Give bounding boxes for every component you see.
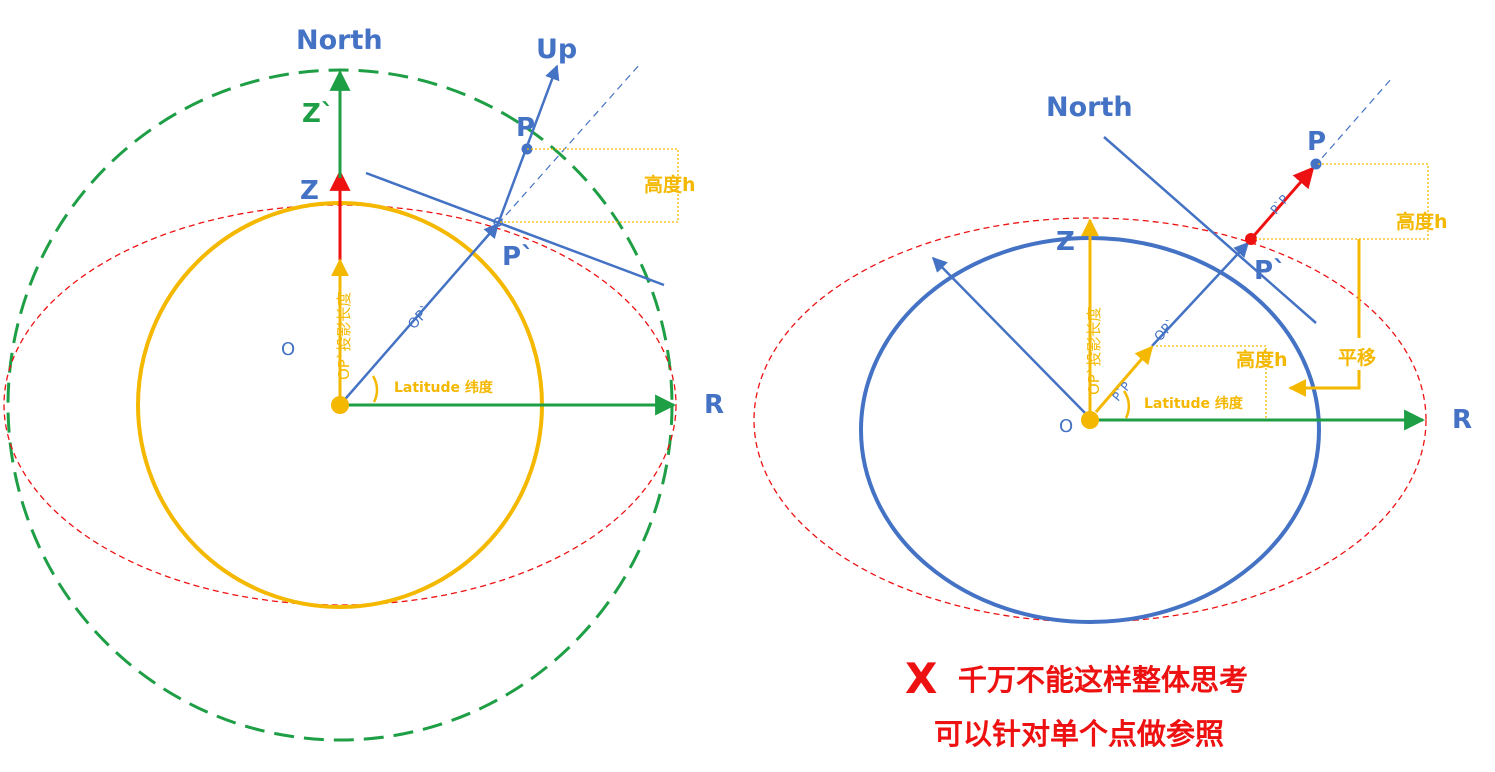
left-diagram: North Up Z` Z P P` 高度h OP` OP`投影长度 O Lat… xyxy=(3,25,724,742)
translate-arrow xyxy=(1288,370,1361,397)
north-label-right: North xyxy=(1046,92,1133,123)
right-diagram: North P P`P 高度h Z P` OP`投影长度 OP` P`P 高度h… xyxy=(753,77,1472,751)
point-p-prime-right xyxy=(1245,233,1257,245)
op-prime-label: OP` xyxy=(405,302,435,332)
origin-point xyxy=(331,396,349,414)
projection-length-label-right: OP`投影长度 xyxy=(1085,307,1103,395)
latitude-arc xyxy=(371,375,379,403)
r-label: R xyxy=(704,390,724,420)
p-label: P xyxy=(516,113,535,143)
translate-label: 平移 xyxy=(1338,346,1376,369)
projection-length-label: OP`投影长度 xyxy=(335,292,353,380)
height-label: 高度h xyxy=(644,173,696,196)
point-p-right xyxy=(1310,158,1322,170)
latitude-label: Latitude 纬度 xyxy=(394,379,494,396)
o-label: O xyxy=(281,339,295,360)
o-label-right: O xyxy=(1059,416,1073,437)
p-prime-p-gold-arrow xyxy=(1094,345,1154,413)
origin-point-right xyxy=(1081,411,1099,429)
z-label: Z xyxy=(300,176,319,206)
height-bracket-lower xyxy=(1156,345,1267,420)
op-prime-vector xyxy=(339,222,499,406)
height-bracket xyxy=(498,148,679,223)
height-label-mid: 高度h xyxy=(1236,348,1288,371)
p-prime-label-right: P` xyxy=(1254,256,1286,286)
tangent-line xyxy=(365,171,665,287)
north-label: North xyxy=(296,25,383,56)
r-label-right: R xyxy=(1452,405,1472,435)
up-label: Up xyxy=(536,34,577,65)
height-label-top: 高度h xyxy=(1396,210,1448,233)
warning-x-mark: X xyxy=(905,654,937,703)
op-prime-extension xyxy=(497,63,641,225)
op-prime-vector-right xyxy=(1151,241,1250,347)
radius-vector xyxy=(931,256,1087,415)
warning-line-1: 千万不能这样整体思考 xyxy=(958,663,1248,697)
p-label-right: P xyxy=(1307,127,1326,157)
latitude-label-right: Latitude 纬度 xyxy=(1144,395,1244,412)
z-label-right: Z xyxy=(1056,227,1075,257)
tangent-line-right xyxy=(1103,136,1317,324)
warning-line-2: 可以针对单个点做参照 xyxy=(934,717,1224,751)
p-prime-p-label-lower: P`P xyxy=(1110,379,1134,404)
p-prime-p-red-arrow xyxy=(1249,166,1315,240)
z-prime-label: Z` xyxy=(302,99,334,129)
ellipsoid-outline-right xyxy=(753,217,1427,623)
p-prime-label: P` xyxy=(502,242,534,272)
latitude-arc-right xyxy=(1122,390,1131,419)
